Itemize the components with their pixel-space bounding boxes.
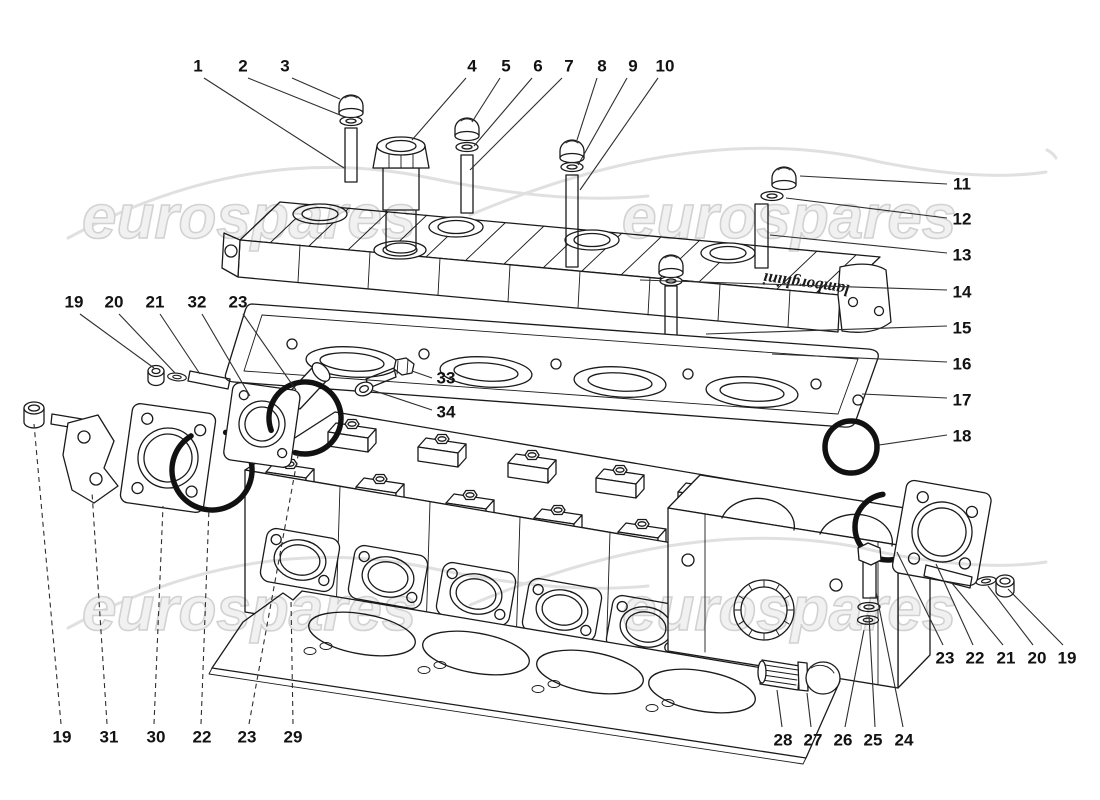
leader-line-29-30 — [290, 599, 294, 725]
leader-line-22-37 — [935, 563, 974, 646]
oring-22-left — [169, 427, 255, 513]
water-neck-32 — [223, 362, 331, 468]
leader-line-27-32 — [806, 692, 812, 728]
leader-line-32-21 — [201, 313, 251, 397]
leader-line-7-6 — [469, 77, 563, 171]
callout-29-30[interactable]: 29 — [283, 727, 303, 747]
callout-28-31[interactable]: 28 — [773, 730, 793, 750]
stud-21-left — [187, 370, 231, 390]
callout-23-29[interactable]: 23 — [237, 727, 257, 747]
callout-20-39[interactable]: 20 — [1027, 648, 1047, 668]
leader-line-23-22 — [242, 313, 297, 391]
callout-30-27[interactable]: 30 — [146, 727, 166, 747]
leader-line-19-40 — [1007, 588, 1064, 646]
callout-22-37[interactable]: 22 — [965, 648, 985, 668]
leader-line-9-8 — [577, 77, 628, 166]
callout-8-7[interactable]: 8 — [597, 56, 607, 76]
callout-32-21[interactable]: 32 — [187, 292, 207, 312]
callout-13-12[interactable]: 13 — [952, 245, 972, 265]
oil-union-27-28 — [757, 659, 841, 695]
leader-line-5-4 — [471, 77, 501, 123]
leader-line-20-39 — [987, 585, 1034, 646]
callout-18-17[interactable]: 18 — [952, 426, 972, 446]
callout-1-0[interactable]: 1 — [193, 56, 203, 76]
callout-11-10[interactable]: 11 — [953, 174, 971, 194]
callout-24-35[interactable]: 24 — [894, 730, 914, 750]
callout-6-5[interactable]: 6 — [533, 56, 543, 76]
leader-line-13-12 — [769, 234, 948, 254]
callout-16-15[interactable]: 16 — [952, 354, 972, 374]
leader-line-15-14 — [705, 325, 948, 335]
leader-line-21-38 — [950, 581, 1004, 646]
callout-14-13[interactable]: 14 — [952, 282, 972, 302]
bolt-33 — [365, 357, 415, 389]
leader-line-25-34 — [868, 615, 876, 728]
leader-line-8-7 — [576, 77, 598, 141]
leader-line-24-35 — [875, 591, 904, 728]
leader-line-31-26 — [91, 491, 108, 725]
leader-line-21-20 — [159, 313, 201, 375]
callout-23-36[interactable]: 23 — [935, 648, 955, 668]
cam-cover-gasket — [224, 303, 879, 428]
bracket-31 — [62, 414, 119, 504]
callout-15-14[interactable]: 15 — [952, 318, 972, 338]
plug-19-left — [147, 364, 165, 387]
leader-line-10-9 — [579, 77, 659, 191]
leader-line-30-27 — [153, 505, 164, 725]
leader-line-12-11 — [785, 197, 948, 219]
leader-line-33-23 — [411, 370, 433, 379]
callout-23-22[interactable]: 23 — [228, 292, 248, 312]
callout-20-19[interactable]: 20 — [104, 292, 124, 312]
callout-31-26[interactable]: 31 — [99, 727, 119, 747]
callout-9-8[interactable]: 9 — [628, 56, 638, 76]
callout-3-2[interactable]: 3 — [280, 56, 290, 76]
oring-23-left — [266, 379, 344, 457]
washer-34 — [354, 381, 374, 397]
callout-10-9[interactable]: 10 — [655, 56, 675, 76]
leader-line-20-19 — [118, 313, 176, 374]
leader-line-17-16 — [861, 393, 948, 399]
callout-21-38[interactable]: 21 — [996, 648, 1016, 668]
callout-26-33[interactable]: 26 — [833, 730, 853, 750]
callout-19-25[interactable]: 19 — [52, 727, 72, 747]
leader-line-28-31 — [776, 689, 783, 728]
leader-line-11-10 — [799, 175, 948, 185]
callout-25-34[interactable]: 25 — [863, 730, 883, 750]
callout-27-32[interactable]: 27 — [803, 730, 823, 750]
leader-line-22-28 — [200, 507, 210, 725]
callout-34-24[interactable]: 34 — [436, 402, 456, 422]
leader-line-16-15 — [771, 353, 948, 363]
oring-18 — [822, 418, 880, 476]
leader-line-3-2 — [291, 77, 341, 100]
callout-19-18[interactable]: 19 — [64, 292, 84, 312]
leader-line-2-1 — [247, 77, 346, 118]
callout-2-1[interactable]: 2 — [238, 56, 248, 76]
leader-line-23-36 — [896, 551, 944, 646]
leader-line-19-18 — [79, 313, 155, 369]
leader-line-23-29 — [248, 449, 300, 725]
leader-line-26-33 — [844, 629, 865, 728]
callout-21-20[interactable]: 21 — [145, 292, 165, 312]
leader-line-1-0 — [203, 77, 345, 169]
callout-7-6[interactable]: 7 — [564, 56, 574, 76]
leader-line-34-24 — [371, 389, 433, 411]
leader-line-6-5 — [473, 77, 533, 147]
leader-line-19-25 — [33, 423, 62, 725]
callout-4-3[interactable]: 4 — [467, 56, 477, 76]
leader-line-18-17 — [878, 434, 948, 446]
callout-5-4[interactable]: 5 — [501, 56, 511, 76]
leader-line-14-13 — [639, 279, 948, 291]
callout-17-16[interactable]: 17 — [952, 390, 972, 410]
leader-line-4-3 — [411, 77, 467, 141]
callout-19-40[interactable]: 19 — [1057, 648, 1077, 668]
callout-12-11[interactable]: 12 — [952, 209, 972, 229]
callout-22-28[interactable]: 22 — [192, 727, 212, 747]
callout-33-23[interactable]: 33 — [436, 368, 456, 388]
